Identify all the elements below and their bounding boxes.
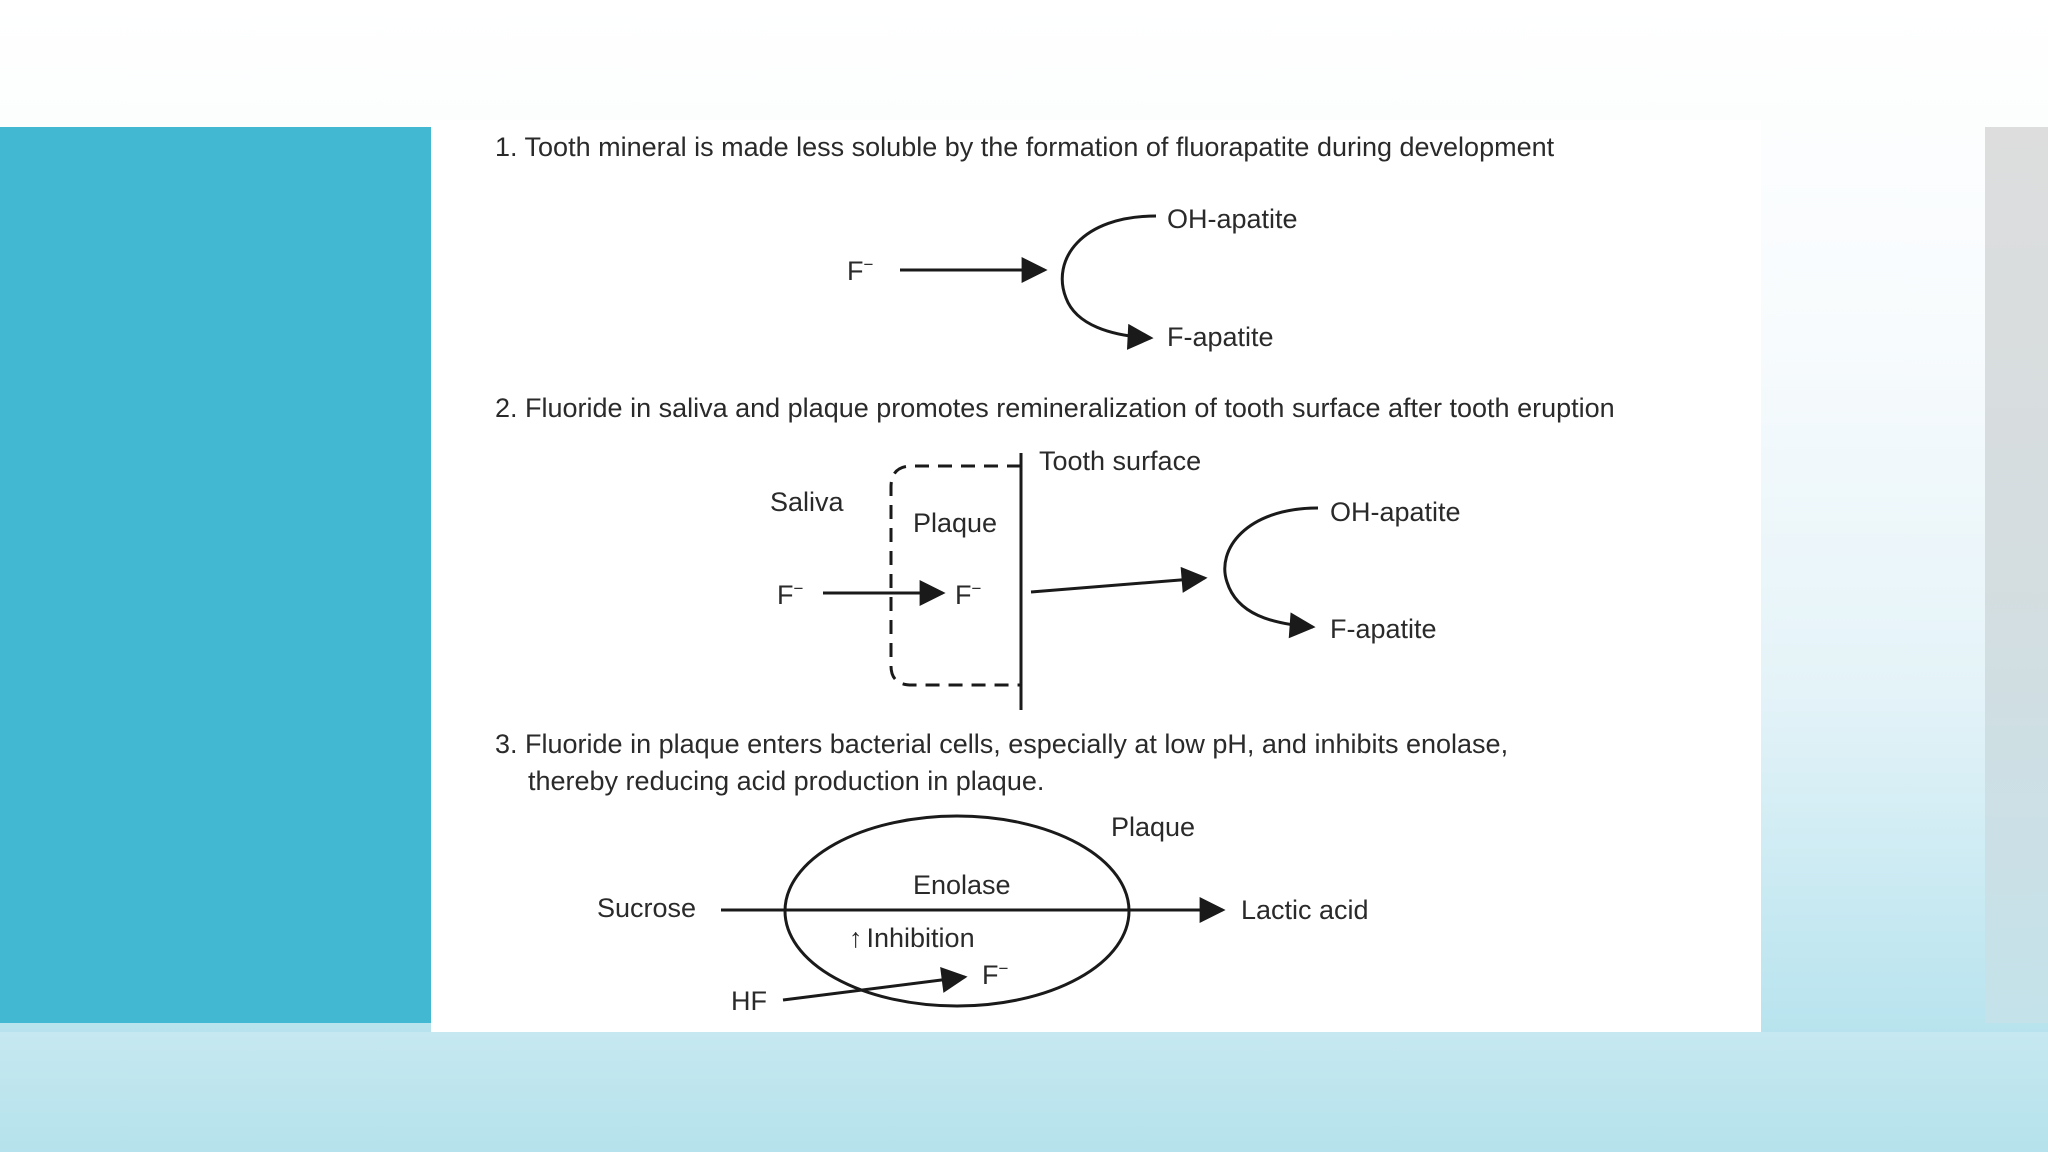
section-3-sucrose: Sucrose xyxy=(597,893,696,923)
section-1-f-apatite: F-apatite xyxy=(1167,322,1274,352)
section-1-fluoride: F− xyxy=(847,255,874,286)
section-1-exchange-curve xyxy=(1060,214,1157,350)
section-2-fluoride-plaque: F− xyxy=(955,579,982,610)
section-1: 1. Tooth mineral is made less soluble by… xyxy=(495,132,1555,352)
section-2-saliva: Saliva xyxy=(770,487,845,517)
section-3-plaque: Plaque xyxy=(1111,812,1195,842)
section-2-caption: 2. Fluoride in saliva and plaque promote… xyxy=(495,393,1615,423)
section-1-caption: 1. Tooth mineral is made less soluble by… xyxy=(495,132,1555,162)
section-3-caption-line1: 3. Fluoride in plaque enters bacterial c… xyxy=(495,729,1508,759)
section-3-hf: HF xyxy=(731,986,767,1016)
section-3-inhibition: ↑Inhibition xyxy=(849,923,975,953)
inhibition-up-arrow: ↑ xyxy=(849,923,863,953)
section-2-exchange-curve xyxy=(1223,506,1319,639)
section-3: 3. Fluoride in plaque enters bacterial c… xyxy=(495,729,1508,1016)
section-3-caption-line2: thereby reducing acid production in plaq… xyxy=(528,766,1044,796)
section-3-lactic-acid: Lactic acid xyxy=(1241,895,1369,925)
diagram-canvas: 1. Tooth mineral is made less soluble by… xyxy=(495,132,1615,1016)
section-2-fluoride-saliva: F− xyxy=(777,579,804,610)
fluoride-mechanism-figure: 1. Tooth mineral is made less soluble by… xyxy=(431,120,1761,1032)
section-2-remineralization-arrow xyxy=(1030,566,1208,594)
hf-entry-arrow xyxy=(782,967,968,1002)
section-2-plaque: Plaque xyxy=(913,508,997,538)
section-2-tooth-surface: Tooth surface xyxy=(1039,446,1201,476)
section-1-oh-apatite: OH-apatite xyxy=(1167,204,1298,234)
section-2-f-apatite: F-apatite xyxy=(1330,614,1437,644)
plaque-dashed-boundary xyxy=(889,464,1021,687)
section-2-oh-apatite: OH-apatite xyxy=(1330,497,1461,527)
bottom-band xyxy=(0,1032,2048,1152)
section-2: 2. Fluoride in saliva and plaque promote… xyxy=(495,393,1615,710)
right-accent-panel xyxy=(1985,127,2048,1023)
section-3-fluoride: F− xyxy=(982,959,1009,990)
section-3-enolase: Enolase xyxy=(913,870,1011,900)
left-accent-panel xyxy=(0,127,431,1023)
